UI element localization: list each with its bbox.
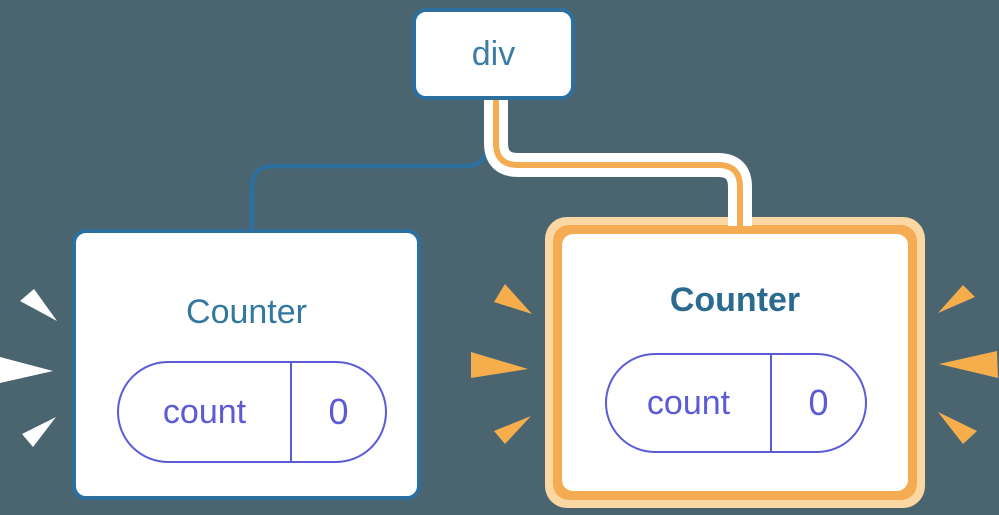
burst-rays-orange-left xyxy=(471,284,532,444)
state-value: 0 xyxy=(808,382,829,423)
edge-div-to-left-counter xyxy=(249,97,490,236)
burst-ray-white-icon xyxy=(22,417,56,447)
state-pill: count 0 xyxy=(605,353,867,453)
state-value: 0 xyxy=(328,391,349,432)
edge-casing-div-to-right-counter xyxy=(484,97,752,226)
burst-rays-white xyxy=(0,289,57,447)
burst-ray-orange-icon xyxy=(471,352,528,378)
edge-div-to-right-counter xyxy=(493,97,743,234)
burst-ray-orange-icon xyxy=(938,412,977,444)
div-node-label: div xyxy=(471,35,516,73)
burst-ray-white-icon xyxy=(0,357,53,383)
state-pill: count 0 xyxy=(117,361,387,463)
counter-title: Counter xyxy=(186,293,307,331)
div-node: div xyxy=(412,8,575,100)
counter-title: Counter xyxy=(669,281,801,319)
burst-ray-orange-icon xyxy=(938,285,975,313)
counter-card-right-highlighted: Counter count 0 xyxy=(545,217,925,508)
state-key: count xyxy=(607,355,772,451)
burst-ray-white-icon xyxy=(20,289,57,321)
burst-rays-orange-right xyxy=(938,285,998,444)
state-key: count xyxy=(119,363,292,461)
counter-card-left: Counter count 0 xyxy=(72,229,421,500)
burst-ray-orange-icon xyxy=(939,351,998,378)
burst-ray-orange-icon xyxy=(494,416,531,444)
burst-ray-orange-icon xyxy=(494,284,532,314)
